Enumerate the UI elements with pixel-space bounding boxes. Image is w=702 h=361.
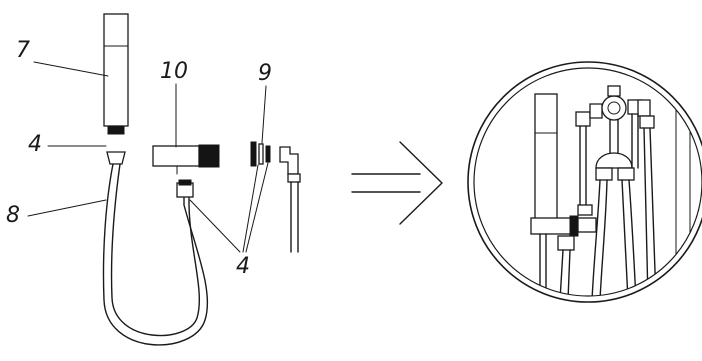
arrow-right-icon <box>351 141 443 225</box>
leader-line-7 <box>33 61 109 77</box>
callout-7-label: 7 <box>16 38 30 63</box>
callout-10-label: 10 <box>160 59 188 84</box>
callout-8-label: 8 <box>6 203 20 228</box>
hose-part <box>102 163 209 346</box>
callout-9-label: 9 <box>258 61 272 86</box>
callout-4-bottom-label: 4 <box>236 254 250 279</box>
outlet-elbow-part <box>152 144 220 175</box>
leader-line-9 <box>261 85 267 144</box>
hand-shower-part <box>103 13 129 135</box>
leader-line-4-bottom-b <box>242 164 259 253</box>
leader-line-4-bottom-a <box>189 199 241 253</box>
seal-ring-top <box>106 151 126 165</box>
leader-line-4-bottom-c <box>245 162 269 253</box>
callout-4-top-label: 4 <box>28 132 42 157</box>
leader-line-8 <box>27 199 107 217</box>
wall-connection-elbow <box>279 146 301 253</box>
washers-part <box>250 141 271 167</box>
installed-detail-view <box>467 61 702 303</box>
